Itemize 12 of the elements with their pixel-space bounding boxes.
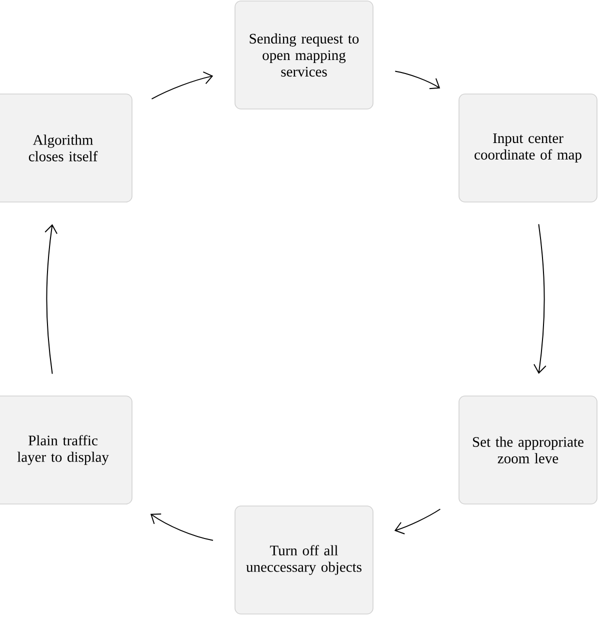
arrow [394, 70, 440, 90]
process-box: Plain traffic layer to display [0, 396, 132, 504]
arrow [44, 224, 58, 374]
process-box: Input center coordinate of map [458, 94, 598, 202]
arrow [394, 508, 441, 534]
arrow [151, 71, 214, 100]
arrow [150, 514, 214, 541]
process-box: Algorithm closes itself [0, 94, 132, 202]
process-box: Set the appropriate zoom leve [458, 396, 598, 504]
process-box: Turn off all uneccessary objects [234, 506, 374, 614]
arrow [534, 224, 546, 374]
process-box: Sending request to open mapping services [234, 0, 374, 110]
